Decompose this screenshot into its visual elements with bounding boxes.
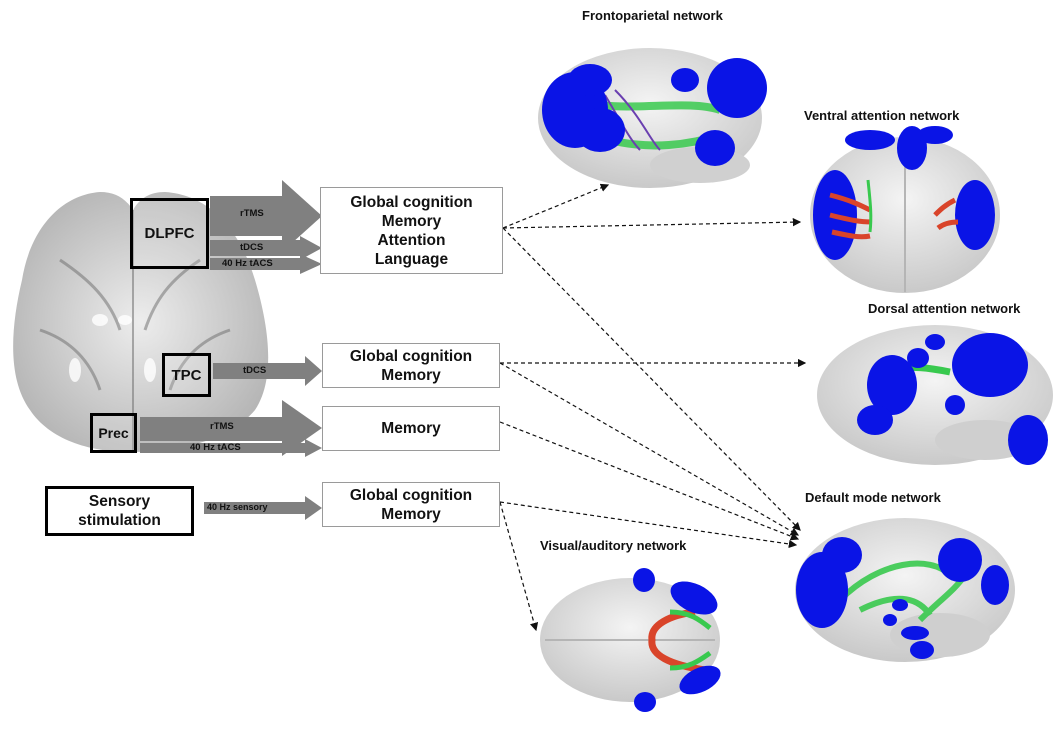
ventral-attention-brain-image: [810, 126, 1000, 293]
title-frontoparietal-network: Frontoparietal network: [582, 8, 723, 23]
region-prec: Prec: [90, 413, 137, 453]
outcome-text: Attention: [377, 231, 446, 249]
outcome-text: Language: [374, 250, 449, 268]
outcome-text: Memory: [381, 366, 441, 384]
label-prec-rtms: rTMS: [210, 421, 234, 432]
outcome-text: Memory: [381, 212, 442, 230]
title-visual-auditory-network: Visual/auditory network: [540, 538, 687, 553]
region-sensory-stimulation: Sensory stimulation: [45, 486, 194, 536]
prec-rtms-arrow: [140, 400, 322, 456]
link-box4-visual: [499, 501, 539, 632]
link-box1-ventral: [502, 217, 802, 229]
tpc-tdcs-arrow: [213, 356, 322, 386]
visual-auditory-brain-image: [540, 568, 721, 712]
label-sensory: 40 Hz sensory: [207, 502, 268, 512]
outcome-box-4: Global cognition Memory: [322, 482, 500, 527]
sensory-label-line1: Sensory: [88, 493, 151, 510]
sensory-arrow: [204, 496, 322, 520]
frontoparietal-brain-image: [538, 48, 767, 188]
outcome-text: Memory: [381, 505, 441, 523]
axial-brain-image: [13, 192, 269, 452]
link-box1-default: [502, 227, 801, 531]
outcome-text: Global cognition: [349, 486, 473, 504]
dorsal-attention-brain-image: [817, 325, 1053, 465]
outcome-box-1: Global cognition Memory Attention Langua…: [320, 187, 503, 274]
outcome-text: Memory: [381, 420, 441, 437]
sensory-label-line2: stimulation: [78, 512, 161, 529]
link-box2-default: [499, 362, 800, 536]
dlpfc-rtms-arrow: [210, 180, 322, 252]
label-prec-tacs: 40 Hz tACS: [190, 442, 241, 453]
label-dlpfc-rtms: rTMS: [240, 208, 264, 219]
default-mode-brain-image: [795, 518, 1015, 662]
title-dorsal-attention-network: Dorsal attention network: [868, 301, 1021, 316]
title-ventral-attention-network: Ventral attention network: [804, 108, 960, 123]
link-box1-frontoparietal: [502, 183, 610, 229]
region-dlpfc: DLPFC: [130, 198, 209, 269]
outcome-box-2: Global cognition Memory: [322, 343, 500, 388]
dlpfc-tacs-arrow: [210, 254, 322, 274]
link-box4-default: [499, 501, 798, 549]
title-default-mode-network: Default mode network: [805, 490, 941, 505]
region-tpc: TPC: [162, 353, 211, 397]
label-dlpfc-tacs: 40 Hz tACS: [222, 258, 273, 269]
outcome-box-3: Memory: [322, 406, 500, 451]
outcome-text: Global cognition: [349, 347, 473, 365]
prec-tacs-arrow: [140, 439, 322, 457]
dlpfc-tdcs-arrow: [210, 236, 322, 260]
outcome-text: Global cognition: [350, 193, 473, 211]
label-dlpfc-tdcs: tDCS: [240, 242, 264, 253]
link-box3-default: [499, 421, 800, 541]
label-tpc-tdcs: tDCS: [243, 365, 267, 376]
